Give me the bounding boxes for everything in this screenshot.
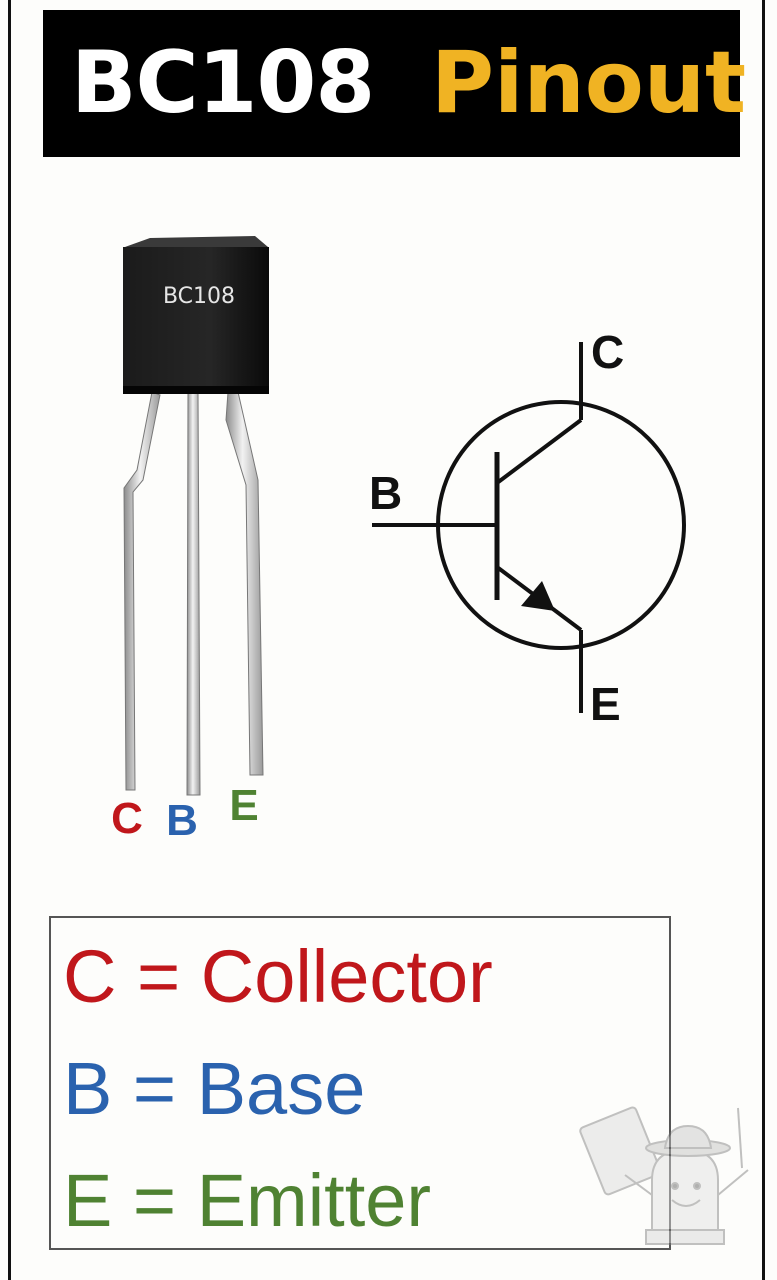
transistor-body <box>123 247 269 394</box>
transistor-top-face <box>125 236 268 247</box>
pin-label-e: E <box>229 781 258 830</box>
legend-base: B = Base <box>63 1047 366 1130</box>
pin-label-b: B <box>166 796 198 845</box>
title-banner: BC108 Pinout <box>43 10 746 157</box>
symbol-label-b: B <box>369 467 402 519</box>
part-number-title: BC108 <box>71 33 375 133</box>
transistor-marking: BC108 <box>163 284 235 309</box>
leg-collector <box>123 391 161 791</box>
legend-collector: C = Collector <box>63 935 493 1018</box>
leg-emitter <box>225 391 264 776</box>
emitter-arrow-icon <box>521 581 555 611</box>
legend-emitter: E = Emitter <box>63 1159 432 1242</box>
pin-legend: C = Collector B = Base E = Emitter <box>49 916 671 1250</box>
pinout-title: Pinout <box>431 33 747 133</box>
page-frame <box>8 0 765 1280</box>
to92-transistor-illustration: BC108 <box>123 236 269 796</box>
symbol-label-c: C <box>591 326 624 378</box>
leg-base <box>186 391 201 796</box>
npn-transistor-symbol <box>372 342 686 713</box>
symbol-label-e: E <box>590 678 621 730</box>
symbol-collector-line <box>495 418 583 485</box>
pin-label-c: C <box>111 794 143 843</box>
